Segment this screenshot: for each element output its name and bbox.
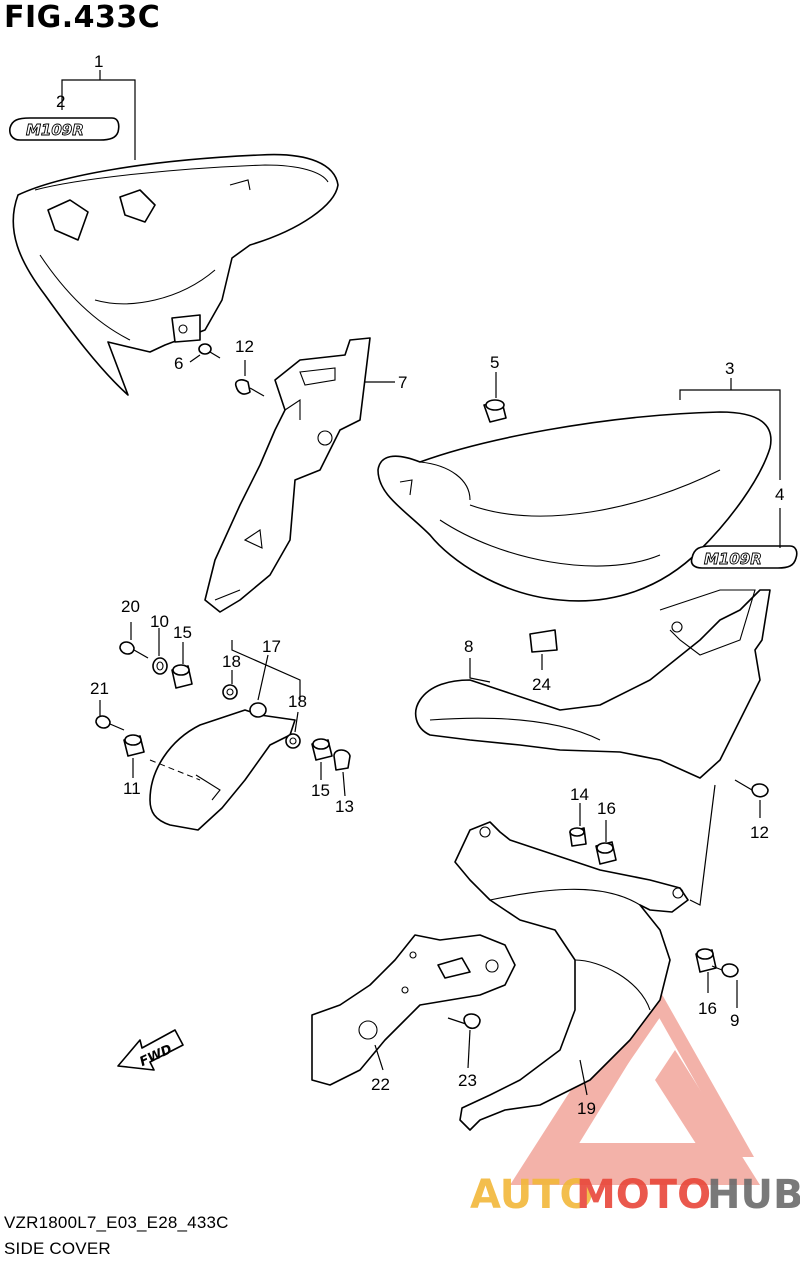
callout-5: 5: [490, 353, 499, 372]
callout-4: 4: [775, 485, 784, 504]
part-2-emblem: M109R: [9, 117, 120, 141]
callout-7: 7: [398, 373, 407, 392]
emblem-label: M109R: [26, 121, 84, 139]
part-23-bolt: [447, 1013, 481, 1030]
watermark-hub: HUB: [707, 1172, 800, 1218]
watermark-text: AUTO MOTO HUB: [470, 1172, 800, 1218]
callout-18-right: 18: [288, 692, 307, 711]
watermark-moto: MOTO: [576, 1172, 711, 1218]
callout-24: 24: [532, 675, 551, 694]
part-1-rear-cover: [12, 153, 339, 396]
emblem-label-2: M109R: [704, 550, 762, 568]
callout-23: 23: [458, 1071, 477, 1090]
part-5-grommet: [483, 399, 507, 423]
part-7-bracket: [204, 337, 371, 613]
part-12-bolt-right: [734, 779, 769, 798]
callout-2: 2: [56, 92, 65, 111]
part-22-mounting-plate: [311, 934, 516, 1086]
parts-16-9-hardware: [695, 948, 739, 978]
part-3-side-cover: [377, 411, 772, 602]
figure-title: FIG.433C: [4, 0, 161, 35]
callout-14: 14: [570, 785, 589, 804]
part-17-shield: [149, 684, 296, 831]
callout-6: 6: [174, 354, 183, 373]
callout-19: 19: [577, 1099, 596, 1118]
watermark-auto: AUTO: [470, 1172, 594, 1218]
callout-12-upper: 12: [235, 337, 254, 356]
part-4-emblem: M109R: [690, 545, 798, 569]
callout-15-right: 15: [311, 781, 330, 800]
parts-14-16-hardware: [569, 827, 617, 865]
callout-16-lower: 16: [698, 999, 717, 1018]
callout-3: 3: [725, 359, 734, 378]
model-code: VZR1800L7_E03_E28_433C: [4, 1213, 229, 1232]
callout-10: 10: [150, 612, 169, 631]
callout-1: 1: [94, 52, 103, 71]
part-6-screw: [198, 343, 221, 359]
callout-21: 21: [90, 679, 109, 698]
section-name: SIDE COVER: [4, 1239, 111, 1258]
callout-22: 22: [371, 1075, 390, 1094]
leader-lines: [61, 70, 781, 1096]
callout-15-left: 15: [173, 623, 192, 642]
callout-8: 8: [464, 637, 473, 656]
parts-20-10-15-hardware: [119, 641, 193, 689]
callout-13: 13: [335, 797, 354, 816]
part-24-clip: [529, 629, 558, 653]
callout-9: 9: [730, 1011, 739, 1030]
callout-11: 11: [123, 779, 141, 798]
fwd-arrow-icon: FWD: [117, 1029, 184, 1071]
part-12-bolt-upper: [234, 379, 265, 397]
callout-18-left: 18: [222, 652, 241, 671]
part-19-lower-bracket: [454, 821, 689, 1131]
callout-17: 17: [262, 637, 281, 656]
callout-12-lower: 12: [750, 823, 769, 842]
watermark-logo: [510, 990, 760, 1185]
parts-21-11-hardware: [95, 715, 145, 757]
callout-20: 20: [121, 597, 140, 616]
callout-16-upper: 16: [597, 799, 616, 818]
parts-18-15-13-hardware: [285, 733, 351, 771]
part-8-frame-cover: [414, 589, 771, 779]
callout-numbers: 1 2 3 4 5 6 7 8 9 10 11 12 12 13 14 15 1…: [56, 52, 784, 1118]
